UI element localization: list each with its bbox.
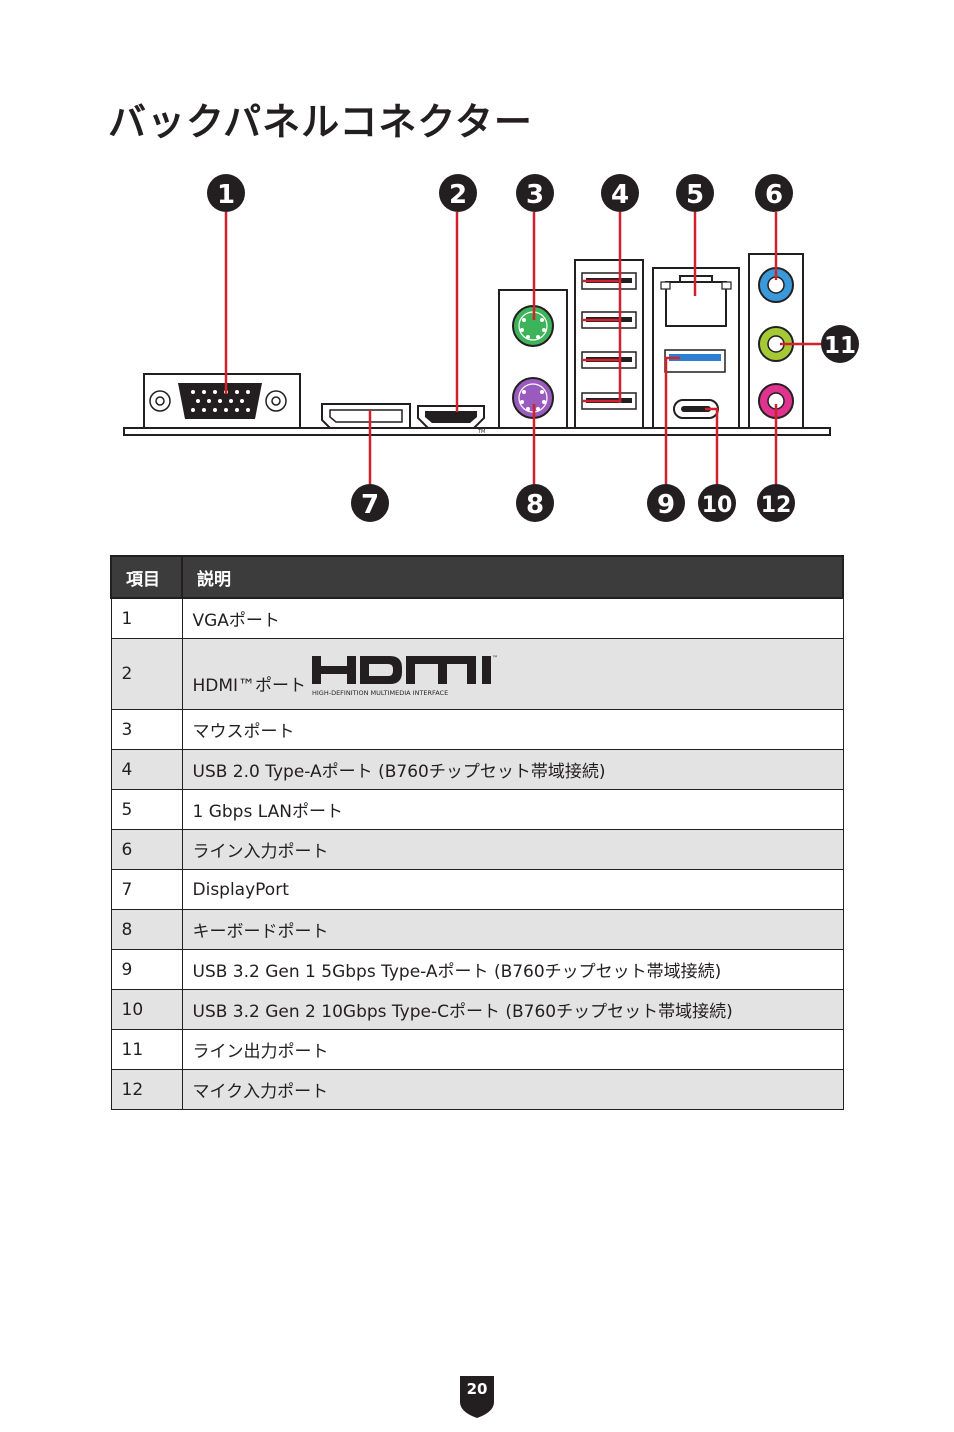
table-row: 2 HDMI™ポート ™ HIGH-DEFIN [110,638,844,710]
row-number: 12 [110,1069,183,1110]
vga-port-icon [143,373,301,429]
lan-usb-column-icon [652,267,740,429]
row-number: 8 [110,909,183,950]
callout-12: 12 [757,484,795,522]
table-row: 11 ライン出力ポート [110,1029,844,1070]
usb2-ports-icon [574,259,644,429]
callout-9-label: 9 [657,490,675,520]
row-number: 10 [110,989,183,1030]
row-description: VGAポート [181,597,844,639]
row-description: 1 Gbps LANポート [181,789,844,830]
row-number: 4 [110,749,183,790]
row-description: HDMI™ポート [192,676,307,696]
callout-11: 11 [821,325,859,363]
row-description: マイク入力ポート [181,1069,844,1110]
table-row: 5 1 Gbps LANポート [110,789,844,830]
callout-9: 9 [647,484,685,522]
row-number: 3 [110,709,183,750]
row-number: 1 [110,597,183,639]
table-row: 8 キーボードポート [110,909,844,950]
hdmi-logo-tm: ™ [492,655,498,662]
callout-10-label: 10 [702,493,733,518]
row-number: 2 [110,638,183,710]
hdmi-logo-subtitle: HIGH-DEFINITION MULTIMEDIA INTERFACE [312,689,448,697]
row-number: 7 [110,869,183,910]
table-row: 6 ライン入力ポート [110,829,844,870]
callout-10: 10 [698,484,736,522]
table-row: 9 USB 3.2 Gen 1 5Gbps Type-Aポート (B760チップ… [110,949,844,990]
page-number-badge [460,1376,494,1418]
callout-7: 7 [351,484,389,522]
row-description-cell: HDMI™ポート ™ HIGH-DEFINITION MULTIMEDIA IN… [181,638,844,710]
callout-7-label: 7 [361,490,379,520]
callout-5: 5 [676,174,714,212]
table-row: 12 マイク入力ポート [110,1069,844,1110]
page-title: バックパネルコネクター [108,100,533,144]
table-header-row: 項目 説明 [110,555,844,599]
row-number: 11 [110,1029,183,1070]
connector-table: 項目 説明 1 VGAポート 2 HDMI™ポート [110,555,844,1110]
header-item: 項目 [110,555,183,599]
board-edge [123,427,831,436]
callout-3: 3 [516,174,554,212]
hdmi-logo: ™ HIGH-DEFINITION MULTIMEDIA INTERFACE [312,655,498,697]
audio-jacks-icon [748,253,804,429]
callout-8: 8 [516,484,554,522]
row-description: キーボードポート [181,909,844,950]
callout-11-label: 11 [824,333,856,359]
callout-4-label: 4 [611,180,629,210]
row-description: USB 3.2 Gen 1 5Gbps Type-Aポート (B760チップセッ… [181,949,844,990]
callout-1: 1 [207,174,245,212]
row-number: 5 [110,789,183,830]
callout-6-label: 6 [765,180,783,210]
header-description: 説明 [181,555,844,599]
table-row: 3 マウスポート [110,709,844,750]
row-description: USB 3.2 Gen 2 10Gbps Type-Cポート (B760チップセ… [181,989,844,1030]
callout-1-label: 1 [217,180,235,210]
table-row: 4 USB 2.0 Type-Aポート (B760チップセット帯域接続) [110,749,844,790]
callout-12-label: 12 [761,493,792,518]
row-number: 9 [110,949,183,990]
table-row: 10 USB 3.2 Gen 2 10Gbps Type-Cポート (B760チ… [110,989,844,1030]
row-description: ライン入力ポート [181,829,844,870]
callout-3-label: 3 [526,180,544,210]
callout-2-label: 2 [449,180,467,210]
row-description: DisplayPort [181,869,844,910]
hdmi-port-icon: TM [417,405,485,435]
callout-5-label: 5 [686,180,704,210]
callout-2: 2 [439,174,477,212]
row-number: 6 [110,829,183,870]
callout-4: 4 [601,174,639,212]
row-description: マウスポート [181,709,844,750]
hdmi-tm-label: TM [477,429,485,435]
back-panel-diagram: TM [123,174,859,522]
callout-8-label: 8 [526,490,544,520]
table-row: 7 DisplayPort [110,869,844,910]
page-number: 20 [466,1380,488,1398]
displayport-icon [321,403,411,429]
callout-6: 6 [755,174,793,212]
row-description: ライン出力ポート [181,1029,844,1070]
table-row: 1 VGAポート [110,597,844,639]
row-description: USB 2.0 Type-Aポート (B760チップセット帯域接続) [181,749,844,790]
leader-lines [224,212,822,486]
